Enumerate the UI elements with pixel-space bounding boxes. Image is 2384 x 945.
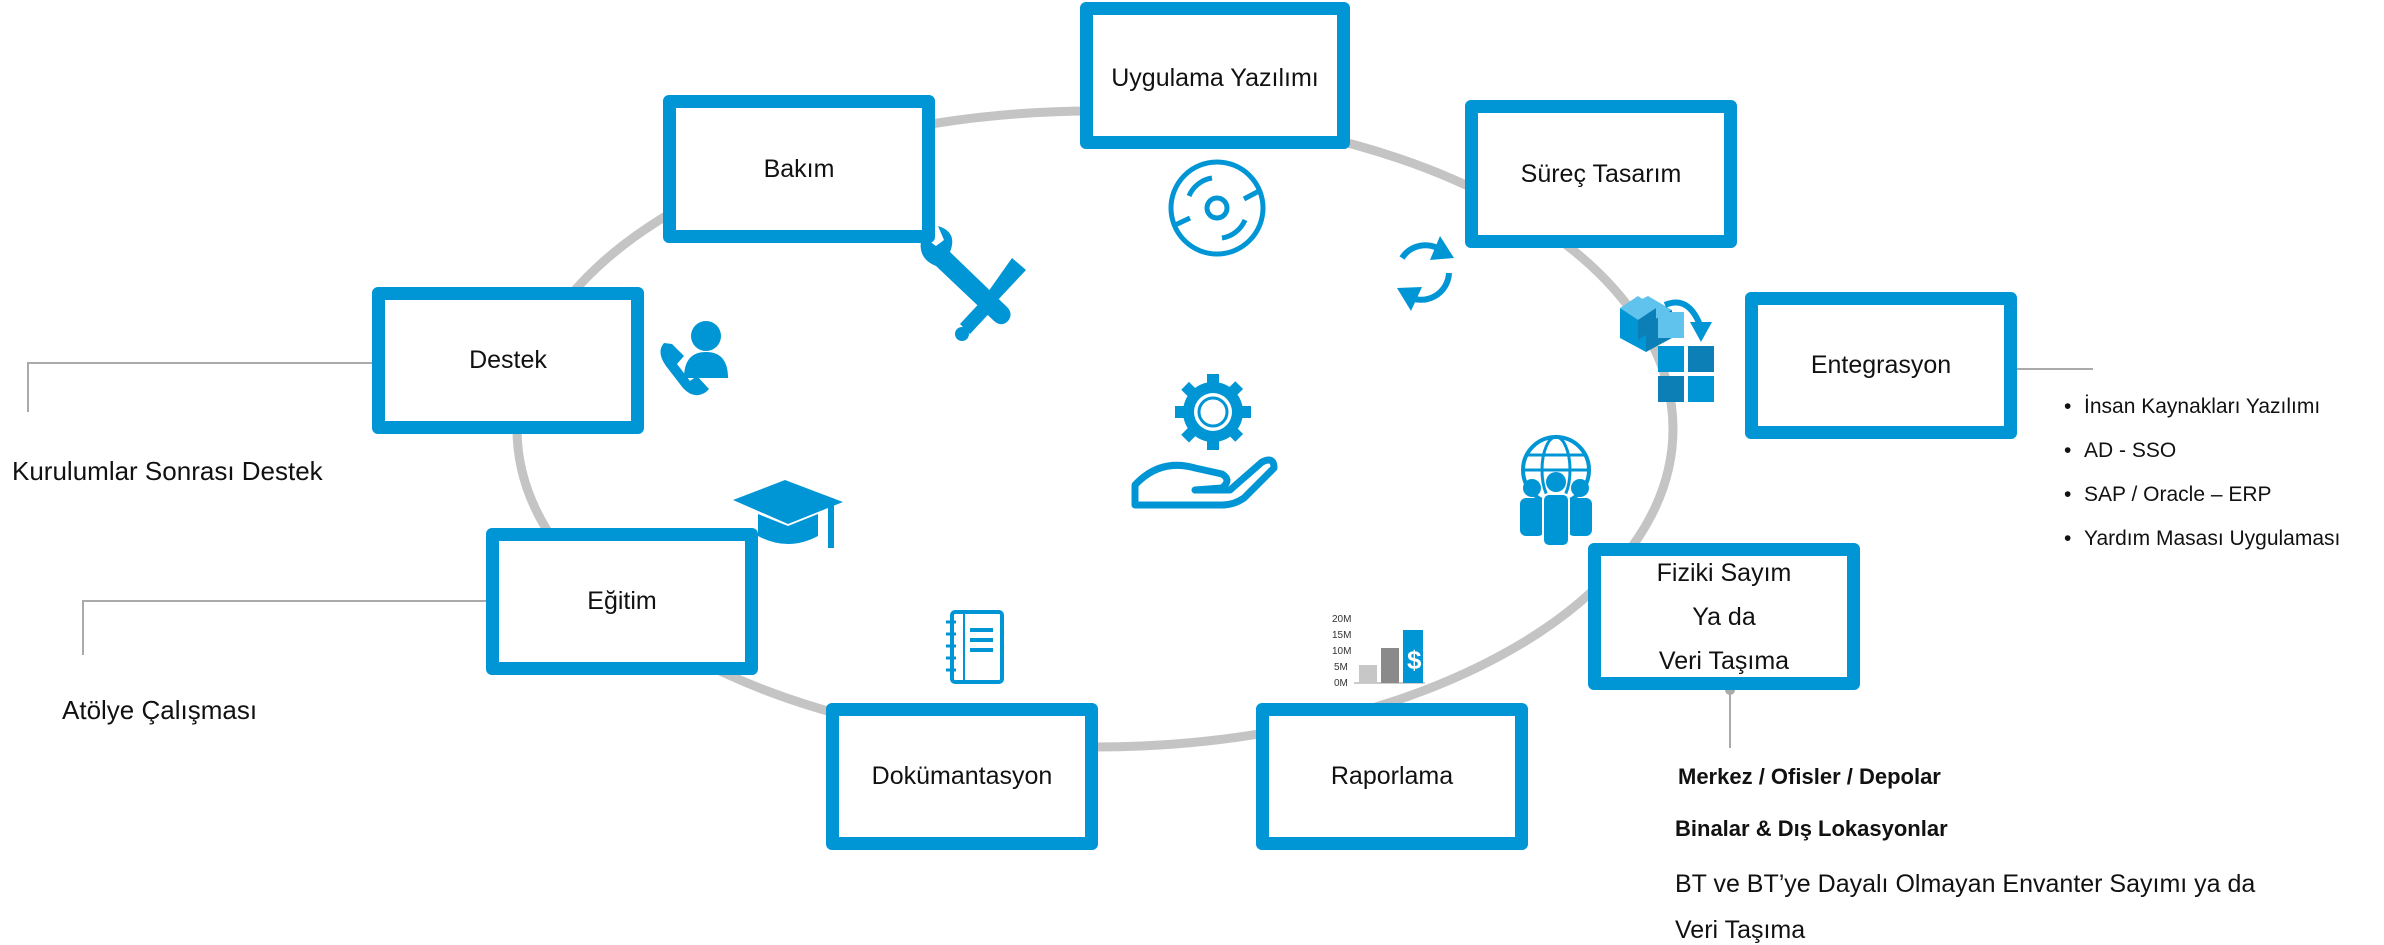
bar-chart-icon: 20M 15M 10M 5M 0M $ bbox=[1332, 614, 1425, 689]
node-fiziki-line1: Fiziki Sayım bbox=[1656, 558, 1792, 587]
node-surec-label: Süreç Tasarım bbox=[1520, 159, 1682, 188]
entegrasyon-list: İnsan Kaynakları Yazılımı AD - SSO SAP /… bbox=[2058, 385, 2340, 561]
node-egitim[interactable]: Eğitim bbox=[486, 528, 758, 675]
chart-tick-0m: 0M bbox=[1334, 678, 1348, 689]
notebook-icon bbox=[946, 610, 1004, 684]
node-fiziki-line2: Ya da bbox=[1692, 602, 1756, 631]
node-destek-label: Destek bbox=[469, 346, 547, 375]
egitim-note: Atölye Çalışması bbox=[62, 695, 258, 725]
chart-tick-5m: 5M bbox=[1334, 662, 1348, 673]
fiziki-note-1: Merkez / Ofisler / Depolar bbox=[1678, 764, 1941, 789]
entegrasyon-item: İnsan Kaynakları Yazılımı bbox=[2058, 385, 2340, 429]
node-fiziki[interactable]: Fiziki Sayım Ya da Veri Taşıma bbox=[1588, 543, 1860, 690]
globe-people-icon bbox=[1520, 435, 1592, 547]
node-destek[interactable]: Destek bbox=[372, 287, 644, 434]
chart-bar-1 bbox=[1359, 665, 1377, 683]
entegrasyon-item: AD - SSO bbox=[2058, 429, 2340, 473]
chart-tick-15m: 15M bbox=[1332, 630, 1351, 641]
entegrasyon-item: Yardım Masası Uygulaması bbox=[2058, 517, 2340, 561]
phone-support-icon bbox=[660, 321, 728, 396]
node-surec[interactable]: Süreç Tasarım bbox=[1465, 100, 1737, 248]
chart-dollar: $ bbox=[1407, 645, 1422, 675]
chart-tick-10m: 10M bbox=[1332, 646, 1351, 657]
fiziki-note-4: Veri Taşıma bbox=[1675, 916, 1806, 944]
chart-bar-3 bbox=[1403, 630, 1423, 683]
node-bakim[interactable]: Bakım bbox=[663, 95, 935, 243]
wrench-screwdriver-icon bbox=[920, 226, 1026, 341]
destek-note: Kurulumlar Sonrası Destek bbox=[12, 456, 323, 486]
node-raporlama-label: Raporlama bbox=[1330, 762, 1454, 791]
node-egitim-label: Eğitim bbox=[587, 587, 657, 616]
node-uygulama-label: Uygulama Yazılımı bbox=[1111, 64, 1319, 92]
node-bakim-label: Bakım bbox=[763, 154, 835, 183]
cubes-integration-icon bbox=[1620, 296, 1714, 402]
node-fiziki-line3: Veri Taşıma bbox=[1658, 646, 1790, 675]
node-raporlama[interactable]: Raporlama bbox=[1256, 703, 1528, 850]
node-entegrasyon-label: Entegrasyon bbox=[1810, 351, 1952, 380]
fiziki-note-2: Binalar & Dış Lokasyonlar bbox=[1675, 816, 1948, 841]
node-uygulama[interactable]: Uygulama Yazılımı bbox=[1080, 2, 1350, 149]
fiziki-note-3: BT ve BT’ye Dayalı Olmayan Envanter Sayı… bbox=[1675, 870, 2256, 898]
node-entegrasyon[interactable]: Entegrasyon bbox=[1745, 292, 2017, 439]
fiziki-connector bbox=[1725, 685, 1735, 748]
chart-bar-2 bbox=[1381, 648, 1399, 683]
hand-gear-icon bbox=[1131, 374, 1278, 509]
node-dokumantasyon-label: Dokümantasyon bbox=[871, 762, 1053, 791]
entegrasyon-item: SAP / Oracle – ERP bbox=[2058, 473, 2340, 517]
graduation-cap-icon bbox=[733, 480, 843, 548]
cd-icon bbox=[1168, 159, 1266, 257]
sync-arrows-icon bbox=[1397, 236, 1454, 311]
node-dokumantasyon[interactable]: Dokümantasyon bbox=[826, 703, 1098, 850]
chart-tick-20m: 20M bbox=[1332, 614, 1351, 625]
